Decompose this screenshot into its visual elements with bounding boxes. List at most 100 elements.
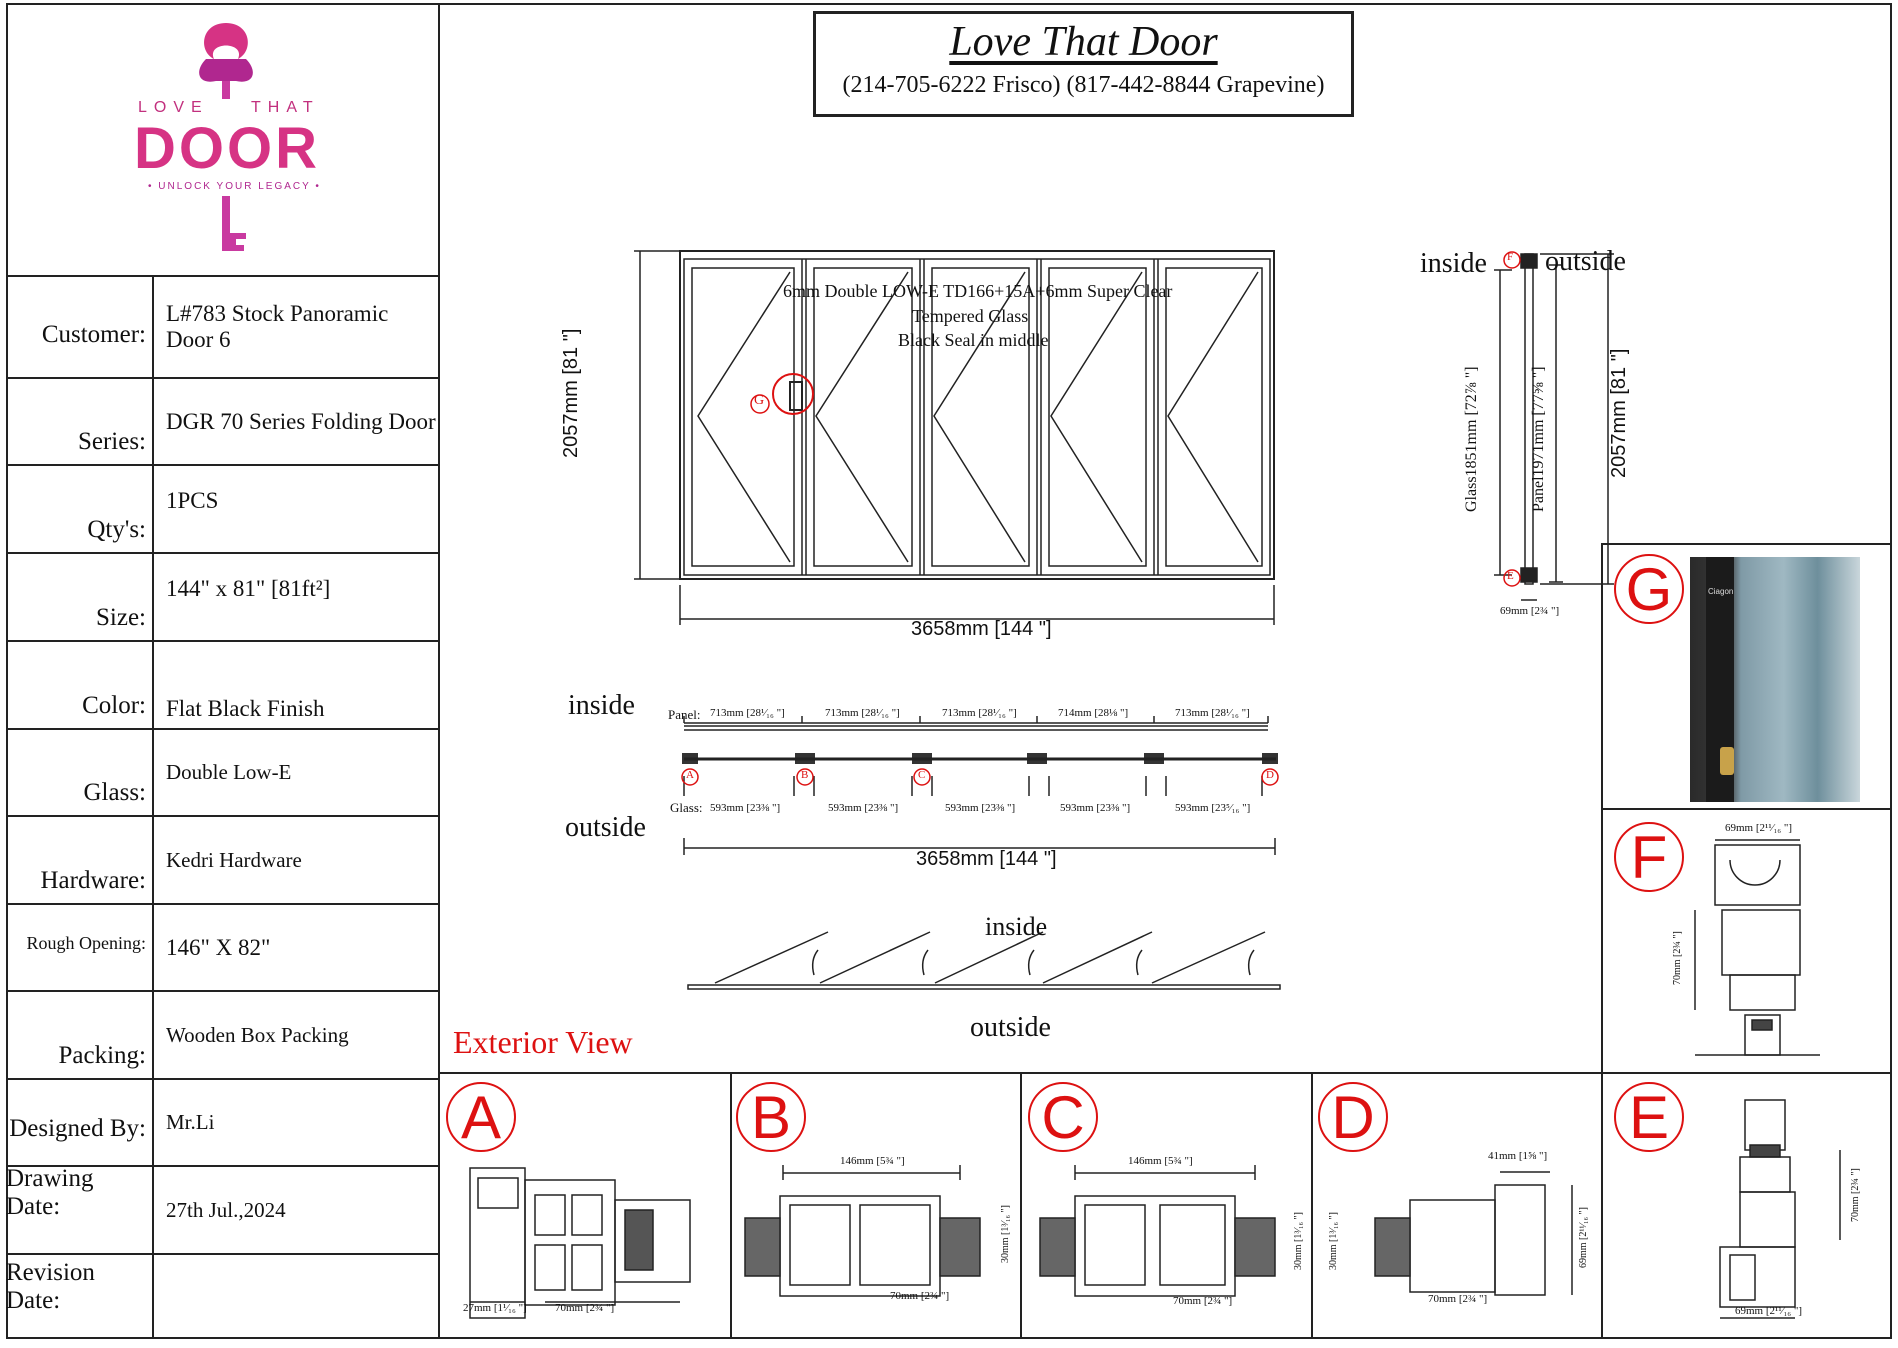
row-hardware: Hardware: Kedri Hardware xyxy=(6,815,438,903)
detail-e-marker: E xyxy=(1614,1082,1684,1152)
marker-b-plan: B xyxy=(801,769,809,781)
row-glass: Glass: Double Low-E xyxy=(6,728,438,815)
info-column: LOVE THAT DOOR • UNLOCK YOUR LEGACY • Cu… xyxy=(6,3,440,1339)
detail-divider-ab xyxy=(730,1072,732,1339)
value-rough-opening: 146" X 82" xyxy=(166,934,271,960)
row-color: Color: Flat Black Finish xyxy=(6,640,438,728)
label-hardware: Hardware: xyxy=(6,817,154,903)
marker-g-elevation: G xyxy=(754,393,765,408)
glass-spec-line2: Tempered Glass xyxy=(912,306,1029,326)
plan-glass-4: 593mm [23⅜ "] xyxy=(1060,802,1131,814)
company-name: Love That Door xyxy=(949,19,1218,65)
plan-total-width: 3658mm [144 "] xyxy=(916,848,1057,870)
value-color: Flat Black Finish xyxy=(166,696,325,721)
label-series: Series: xyxy=(6,379,154,464)
glass-spec-line3: Black Seal in middle xyxy=(898,330,1049,350)
hardware-photo: Ciagon xyxy=(1690,557,1860,802)
value-drawing-date: 27th Jul.,2024 xyxy=(166,1197,286,1222)
swing-outside: outside xyxy=(970,1012,1051,1043)
detail-a-dim2: 70mm [2¾ "] xyxy=(555,1302,615,1314)
detail-b-dim1: 146mm [5¾ "] xyxy=(840,1155,905,1167)
detail-d-dim4: 69mm [2¹¹⁄₁₆ "] xyxy=(1578,1207,1589,1268)
detail-d-dim3: 30mm [1³⁄₁₆ "] xyxy=(1328,1212,1339,1270)
plan-panel-4: 714mm [28⅛ "] xyxy=(1058,707,1129,719)
value-customer: L#783 Stock Panoramic Door 6 xyxy=(166,301,389,352)
detail-e-dim2: 69mm [2¹¹⁄₁₆ "] xyxy=(1735,1305,1803,1317)
row-size: Size: 144" x 81" [81ft²] xyxy=(6,552,438,640)
section-panel-height: Panel1971mm [77⅝ "] xyxy=(1530,366,1547,512)
value-hardware: Kedri Hardware xyxy=(166,847,302,872)
label-glass: Glass: xyxy=(6,730,154,815)
detail-d-dim1: 41mm [1⅝ "] xyxy=(1488,1150,1548,1162)
detail-d-dim2: 70mm [2¾ "] xyxy=(1428,1293,1488,1305)
detail-c-dim2: 70mm [2¾ "] xyxy=(1173,1295,1233,1307)
marker-f-section: F xyxy=(1507,251,1514,263)
value-designed-by: Mr.Li xyxy=(166,1110,215,1134)
section-outside: outside xyxy=(1545,246,1626,277)
detail-a-marker: A xyxy=(446,1082,516,1152)
plan-panel-label: Panel: xyxy=(668,707,701,722)
value-qty: 1PCS xyxy=(166,488,219,513)
exterior-view-label: Exterior View xyxy=(453,1024,633,1060)
right-panel-divider xyxy=(1601,543,1603,1339)
marker-a-plan: A xyxy=(686,769,694,781)
logo-line1-left: LOVE xyxy=(138,99,209,116)
detail-divider-bc xyxy=(1020,1072,1022,1339)
plan-glass-5: 593mm [23⁵⁄₁₆ "] xyxy=(1175,802,1251,814)
glass-spec-line1: 6mm Double LOW-E TD166+15A+6mm Super Cle… xyxy=(783,281,1173,301)
plan-glass-label: Glass: xyxy=(670,800,703,815)
company-phones: (214-705-6222 Frisco) (817-442-8844 Grap… xyxy=(842,72,1325,98)
plan-panel-3: 713mm [28¹⁄₁₆ "] xyxy=(942,707,1017,719)
label-qty: Qty's: xyxy=(6,466,154,552)
plan-glass-3: 593mm [23⅜ "] xyxy=(945,802,1016,814)
detail-f-dim1: 69mm [2¹¹⁄₁₆ "] xyxy=(1725,822,1793,834)
detail-g-top xyxy=(1601,543,1892,545)
row-drawing-date: Drawing Date: 27th Jul.,2024 xyxy=(6,1165,438,1253)
logo-brand: DOOR xyxy=(134,116,320,181)
section-glass-height: Glass1851mm [72⅞ "] xyxy=(1463,366,1480,512)
detail-g-marker: G xyxy=(1614,554,1684,624)
elevation-height: 2057mm [81 "] xyxy=(560,328,582,458)
detail-divider-cd xyxy=(1311,1072,1313,1339)
detail-b-marker: B xyxy=(736,1082,806,1152)
photo-brand: Ciagon xyxy=(1708,587,1734,596)
logo-tagline: • UNLOCK YOUR LEGACY • xyxy=(148,181,321,192)
marker-e-section: E xyxy=(1507,570,1514,582)
detail-c-dim3: 30mm [1³⁄₁₆ "] xyxy=(1293,1212,1304,1270)
detail-d-marker: D xyxy=(1318,1082,1388,1152)
label-customer: Customer: xyxy=(6,277,154,377)
logo-line1-right: THAT xyxy=(251,99,320,116)
elevation-width: 3658mm [144 "] xyxy=(911,618,1052,640)
label-drawing-date: Drawing Date: xyxy=(6,1165,154,1253)
detail-c-marker: C xyxy=(1028,1082,1098,1152)
label-color: Color: xyxy=(6,642,154,728)
row-qty: Qty's: 1PCS xyxy=(6,464,438,552)
label-designed-by: Designed By: xyxy=(6,1080,154,1165)
marker-d-plan: D xyxy=(1266,769,1274,781)
plan-glass-2: 593mm [23⅜ "] xyxy=(828,802,899,814)
detail-a-dim1: 27mm [1¹⁄₁₆ "] xyxy=(463,1302,527,1314)
section-depth: 69mm [2¾ "] xyxy=(1500,605,1560,617)
section-inside: inside xyxy=(1420,248,1487,279)
row-series: Series: DGR 70 Series Folding Door xyxy=(6,377,438,464)
label-rough-opening: Rough Opening: xyxy=(6,905,154,990)
detail-b-dim2: 70mm [2¾ "] xyxy=(890,1290,950,1302)
drawing-frame xyxy=(6,3,1892,1339)
value-packing: Wooden Box Packing xyxy=(166,1022,349,1047)
row-rough-opening: Rough Opening: 146" X 82" xyxy=(6,903,438,990)
bottom-strip-divider xyxy=(440,1072,1892,1074)
plan-inside: inside xyxy=(568,690,635,721)
title-block: Love That Door (214-705-6222 Frisco) (81… xyxy=(813,11,1354,117)
detail-f-top xyxy=(1601,808,1892,810)
row-customer: Customer: L#783 Stock Panoramic Door 6 xyxy=(6,275,438,377)
plan-outside: outside xyxy=(565,812,646,843)
detail-f-marker: F xyxy=(1614,822,1684,892)
value-glass: Double Low-E xyxy=(166,760,292,784)
marker-c-plan: C xyxy=(918,769,926,781)
row-designed-by: Designed By: Mr.Li xyxy=(6,1078,438,1165)
detail-c-dim1: 146mm [5¾ "] xyxy=(1128,1155,1193,1167)
section-total-height: 2057mm [81 "] xyxy=(1608,348,1630,478)
logo-key-icon xyxy=(199,23,253,251)
detail-f-dim2: 70mm [2¾ "] xyxy=(1672,931,1683,985)
